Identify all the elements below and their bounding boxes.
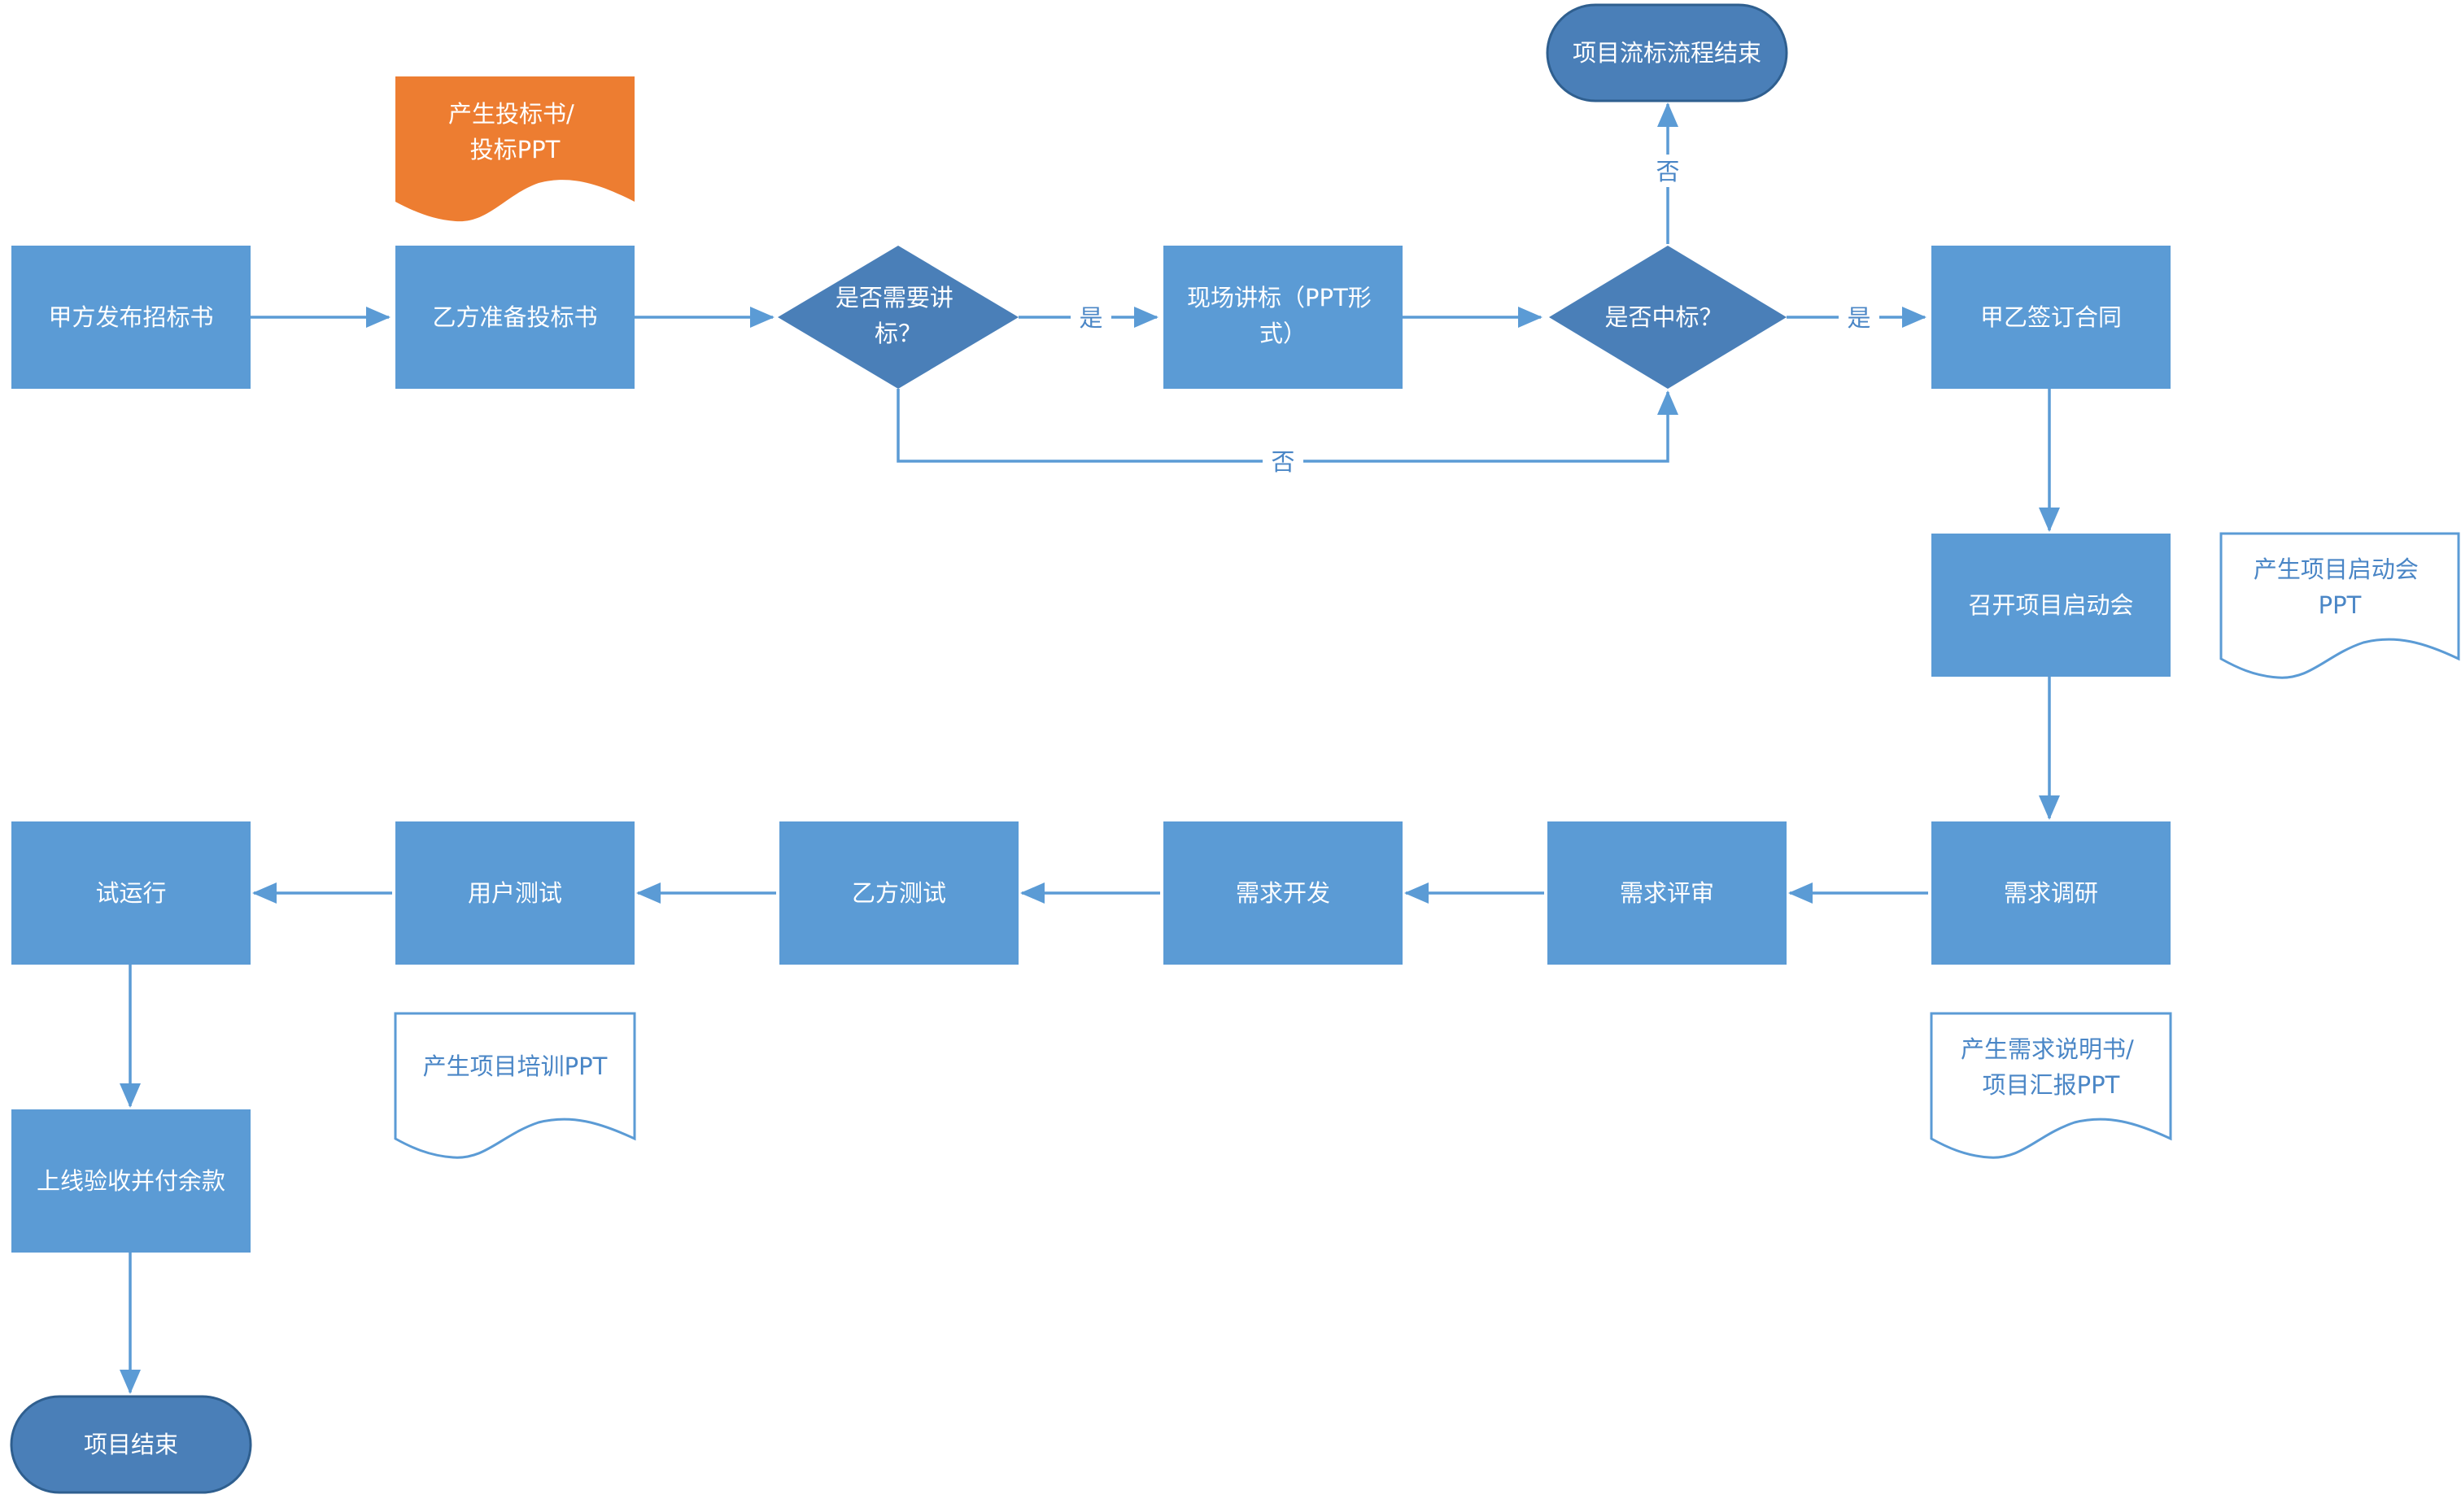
- svg-text:召开项目启动会: 召开项目启动会: [1968, 591, 2133, 619]
- svg-text:需求调研: 需求调研: [2004, 879, 2098, 907]
- decision-need-pitch[interactable]: 是否需要讲 标？: [778, 246, 1019, 389]
- node-publish-tender[interactable]: 甲方发布招标书: [11, 246, 251, 389]
- svg-text:需求开发: 需求开发: [1236, 879, 1330, 907]
- svg-text:甲方发布招标书: 甲方发布招标书: [48, 303, 213, 331]
- node-acceptance-line1: 上线验收并付余款: [37, 1167, 225, 1195]
- svg-text:现场讲标（PPT形 式）: 现场讲标（PPT形 式）: [1187, 284, 1379, 347]
- svg-text:是否需要讲 标？: 是否需要讲 标？: [836, 284, 961, 347]
- doc-bid-documents[interactable]: 产生投标书/ 投标PPT: [395, 76, 635, 222]
- edge-label-no-won: 否: [1656, 158, 1679, 185]
- node-vendor-test[interactable]: 乙方测试: [779, 821, 1019, 965]
- terminal-project-end-line1: 项目结束: [84, 1431, 178, 1458]
- doc-training-ppt[interactable]: 产生项目培训PPT: [394, 1012, 636, 1159]
- document-nodes: 产生投标书/ 投标PPT 产生项目启动会 PPT 产生需求说明书/ 项目汇报PP…: [394, 76, 2460, 1159]
- svg-text:产生项目培训PPT: 产生项目培训PPT: [423, 1052, 608, 1080]
- decision-won-bid-line1: 是否中标？: [1604, 303, 1722, 331]
- edge-label-bg: [1839, 301, 1879, 333]
- decision-need-pitch-line2: 标？: [875, 320, 922, 347]
- terminal-bid-failed-end[interactable]: 项目流标流程结束: [1546, 3, 1788, 102]
- node-sign-contract[interactable]: 甲乙签订合同: [1931, 246, 2171, 389]
- node-kickoff-line1: 召开项目启动会: [1968, 591, 2133, 619]
- terminal-project-end[interactable]: 项目结束: [10, 1395, 252, 1494]
- node-onsite-pitch-line1: 现场讲标（PPT形: [1187, 284, 1372, 312]
- decision-need-pitch-line1: 是否需要讲: [836, 284, 953, 312]
- node-onsite-pitch[interactable]: 现场讲标（PPT形 式）: [1163, 246, 1403, 389]
- doc-bid-documents-line1: 产生投标书/: [448, 100, 574, 128]
- node-prepare-bid[interactable]: 乙方准备投标书: [395, 246, 635, 389]
- doc-kickoff-ppt-line2: PPT: [2319, 591, 2362, 619]
- svg-text:产生需求说明书/ 项目汇报PPT: 产生需求说明书/ 项目汇报PPT: [1961, 1035, 2141, 1099]
- node-vendor-test-line1: 乙方测试: [852, 879, 946, 907]
- decision-won-bid[interactable]: 是否中标？: [1549, 246, 1787, 389]
- svg-text:是否中标？: 是否中标？: [1604, 303, 1722, 331]
- edge-label-no-pitch: 否: [1271, 448, 1294, 476]
- edge-label-bg: [1647, 155, 1688, 187]
- doc-requirements-line2: 项目汇报PPT: [1983, 1071, 2120, 1099]
- terminal-bid-failed-end-line1: 项目流标流程结束: [1573, 39, 1761, 67]
- svg-text:甲乙签订合同: 甲乙签订合同: [1980, 303, 2122, 331]
- edge-label-yes-pitch: 是: [1079, 304, 1102, 332]
- svg-text:需求评审: 需求评审: [1620, 879, 1714, 907]
- svg-text:产生投标书/ 投标PPT: 产生投标书/ 投标PPT: [448, 100, 582, 163]
- node-trial-run[interactable]: 试运行: [11, 821, 251, 965]
- node-req-review[interactable]: 需求评审: [1547, 821, 1787, 965]
- node-onsite-pitch-line2: 式）: [1259, 320, 1307, 347]
- svg-text:项目结束: 项目结束: [84, 1431, 178, 1458]
- doc-kickoff-ppt-line1: 产生项目启动会: [2254, 556, 2419, 583]
- node-req-dev[interactable]: 需求开发: [1163, 821, 1403, 965]
- process-nodes: 甲方发布招标书 乙方准备投标书 现场讲标（PPT形 式） 甲乙签订合同: [11, 246, 2171, 1253]
- decision-nodes: 是否需要讲 标？ 是否中标？: [778, 246, 1787, 389]
- edge-label-yes-won: 是: [1847, 304, 1870, 332]
- doc-requirements[interactable]: 产生需求说明书/ 项目汇报PPT: [1930, 1012, 2172, 1159]
- svg-text:用户测试: 用户测试: [468, 879, 562, 907]
- edge-label-bg: [1071, 301, 1111, 333]
- svg-text:乙方测试: 乙方测试: [852, 879, 946, 907]
- node-user-test-line1: 用户测试: [468, 879, 562, 907]
- node-req-dev-line1: 需求开发: [1236, 879, 1330, 907]
- doc-requirements-line1: 产生需求说明书/: [1961, 1035, 2134, 1063]
- node-req-research-line1: 需求调研: [2004, 879, 2098, 907]
- node-kickoff[interactable]: 召开项目启动会: [1931, 534, 2171, 677]
- terminal-nodes: 项目流标流程结束 项目结束: [10, 3, 1788, 1494]
- svg-text:乙方准备投标书: 乙方准备投标书: [432, 303, 597, 331]
- node-publish-tender-line1: 甲方发布招标书: [48, 303, 213, 331]
- svg-text:上线验收并付余款: 上线验收并付余款: [37, 1167, 225, 1195]
- svg-text:项目流标流程结束: 项目流标流程结束: [1573, 39, 1761, 67]
- node-trial-run-line1: 试运行: [95, 879, 166, 907]
- node-user-test[interactable]: 用户测试: [395, 821, 635, 965]
- node-prepare-bid-line1: 乙方准备投标书: [432, 303, 597, 331]
- node-sign-contract-line1: 甲乙签订合同: [1980, 303, 2122, 331]
- svg-text:试运行: 试运行: [95, 879, 166, 907]
- doc-training-ppt-line1: 产生项目培训PPT: [423, 1052, 608, 1080]
- doc-bid-documents-line2: 投标PPT: [470, 136, 561, 163]
- node-req-research[interactable]: 需求调研: [1931, 821, 2171, 965]
- node-acceptance[interactable]: 上线验收并付余款: [11, 1109, 251, 1253]
- edge-label-bg: [1263, 445, 1303, 477]
- edge-labels: 是 否 是 否: [1071, 155, 1879, 477]
- node-req-review-line1: 需求评审: [1620, 879, 1714, 907]
- doc-kickoff-ppt[interactable]: 产生项目启动会 PPT: [2219, 532, 2460, 679]
- svg-text:产生项目启动会 PPT: 产生项目启动会 PPT: [2254, 556, 2426, 619]
